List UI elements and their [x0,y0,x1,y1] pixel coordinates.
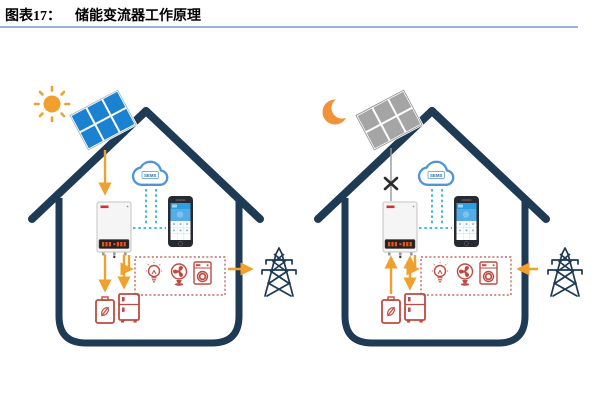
fridge-icon [118,293,140,323]
figure-label: 图表17： [5,9,61,24]
appliance-group-box [134,256,226,296]
figure-title: 图表17： 储能变流器工作原理 [5,5,201,25]
title-underline [0,26,578,28]
cloud-sems-icon: SEMS [131,160,169,186]
solar-panel-icon [354,88,424,152]
day-scene-illustration: SEMS [28,85,297,347]
inverter-to-loads-arrow [120,255,134,276]
sems-label: SEMS [430,173,443,178]
washing-machine-icon [479,261,498,285]
bulb-icon [430,260,450,283]
cloud-sems-icon: SEMS [417,160,455,186]
power-flow-arrows [384,255,538,294]
inverter-icon [382,201,418,259]
appliance-group-box [420,256,512,296]
battery-icon [381,296,401,324]
sems-label: SEMS [144,173,157,178]
roof [314,107,550,223]
inverter-display [98,239,130,249]
house-outline [341,198,529,347]
battery-icon [95,296,115,324]
inverter-display [384,239,416,249]
smartphone-icon [454,196,479,247]
washing-machine-icon [193,261,212,285]
no-flow-x-icon [383,176,399,191]
solar-panel-icon [68,88,138,152]
power-flow-arrows [98,150,254,293]
grid-tower-icon [547,247,583,297]
inverter-to-loads-arrow [406,255,420,276]
grid-tower-icon [261,247,297,297]
house-outline [55,198,243,347]
inverter-icon [96,201,132,259]
network-dashed-lines [133,189,166,229]
fan-icon [456,263,474,286]
smartphone-icon [168,196,193,247]
sun-icon [33,85,71,123]
fan-icon [170,263,188,286]
roof [28,107,264,223]
night-scene-illustration: SEMS [314,88,583,347]
network-dashed-lines [419,189,452,229]
figure-title-text: 储能变流器工作原理 [75,9,201,24]
moon-icon [322,97,353,125]
bulb-icon [144,260,164,283]
fridge-icon [404,293,426,323]
